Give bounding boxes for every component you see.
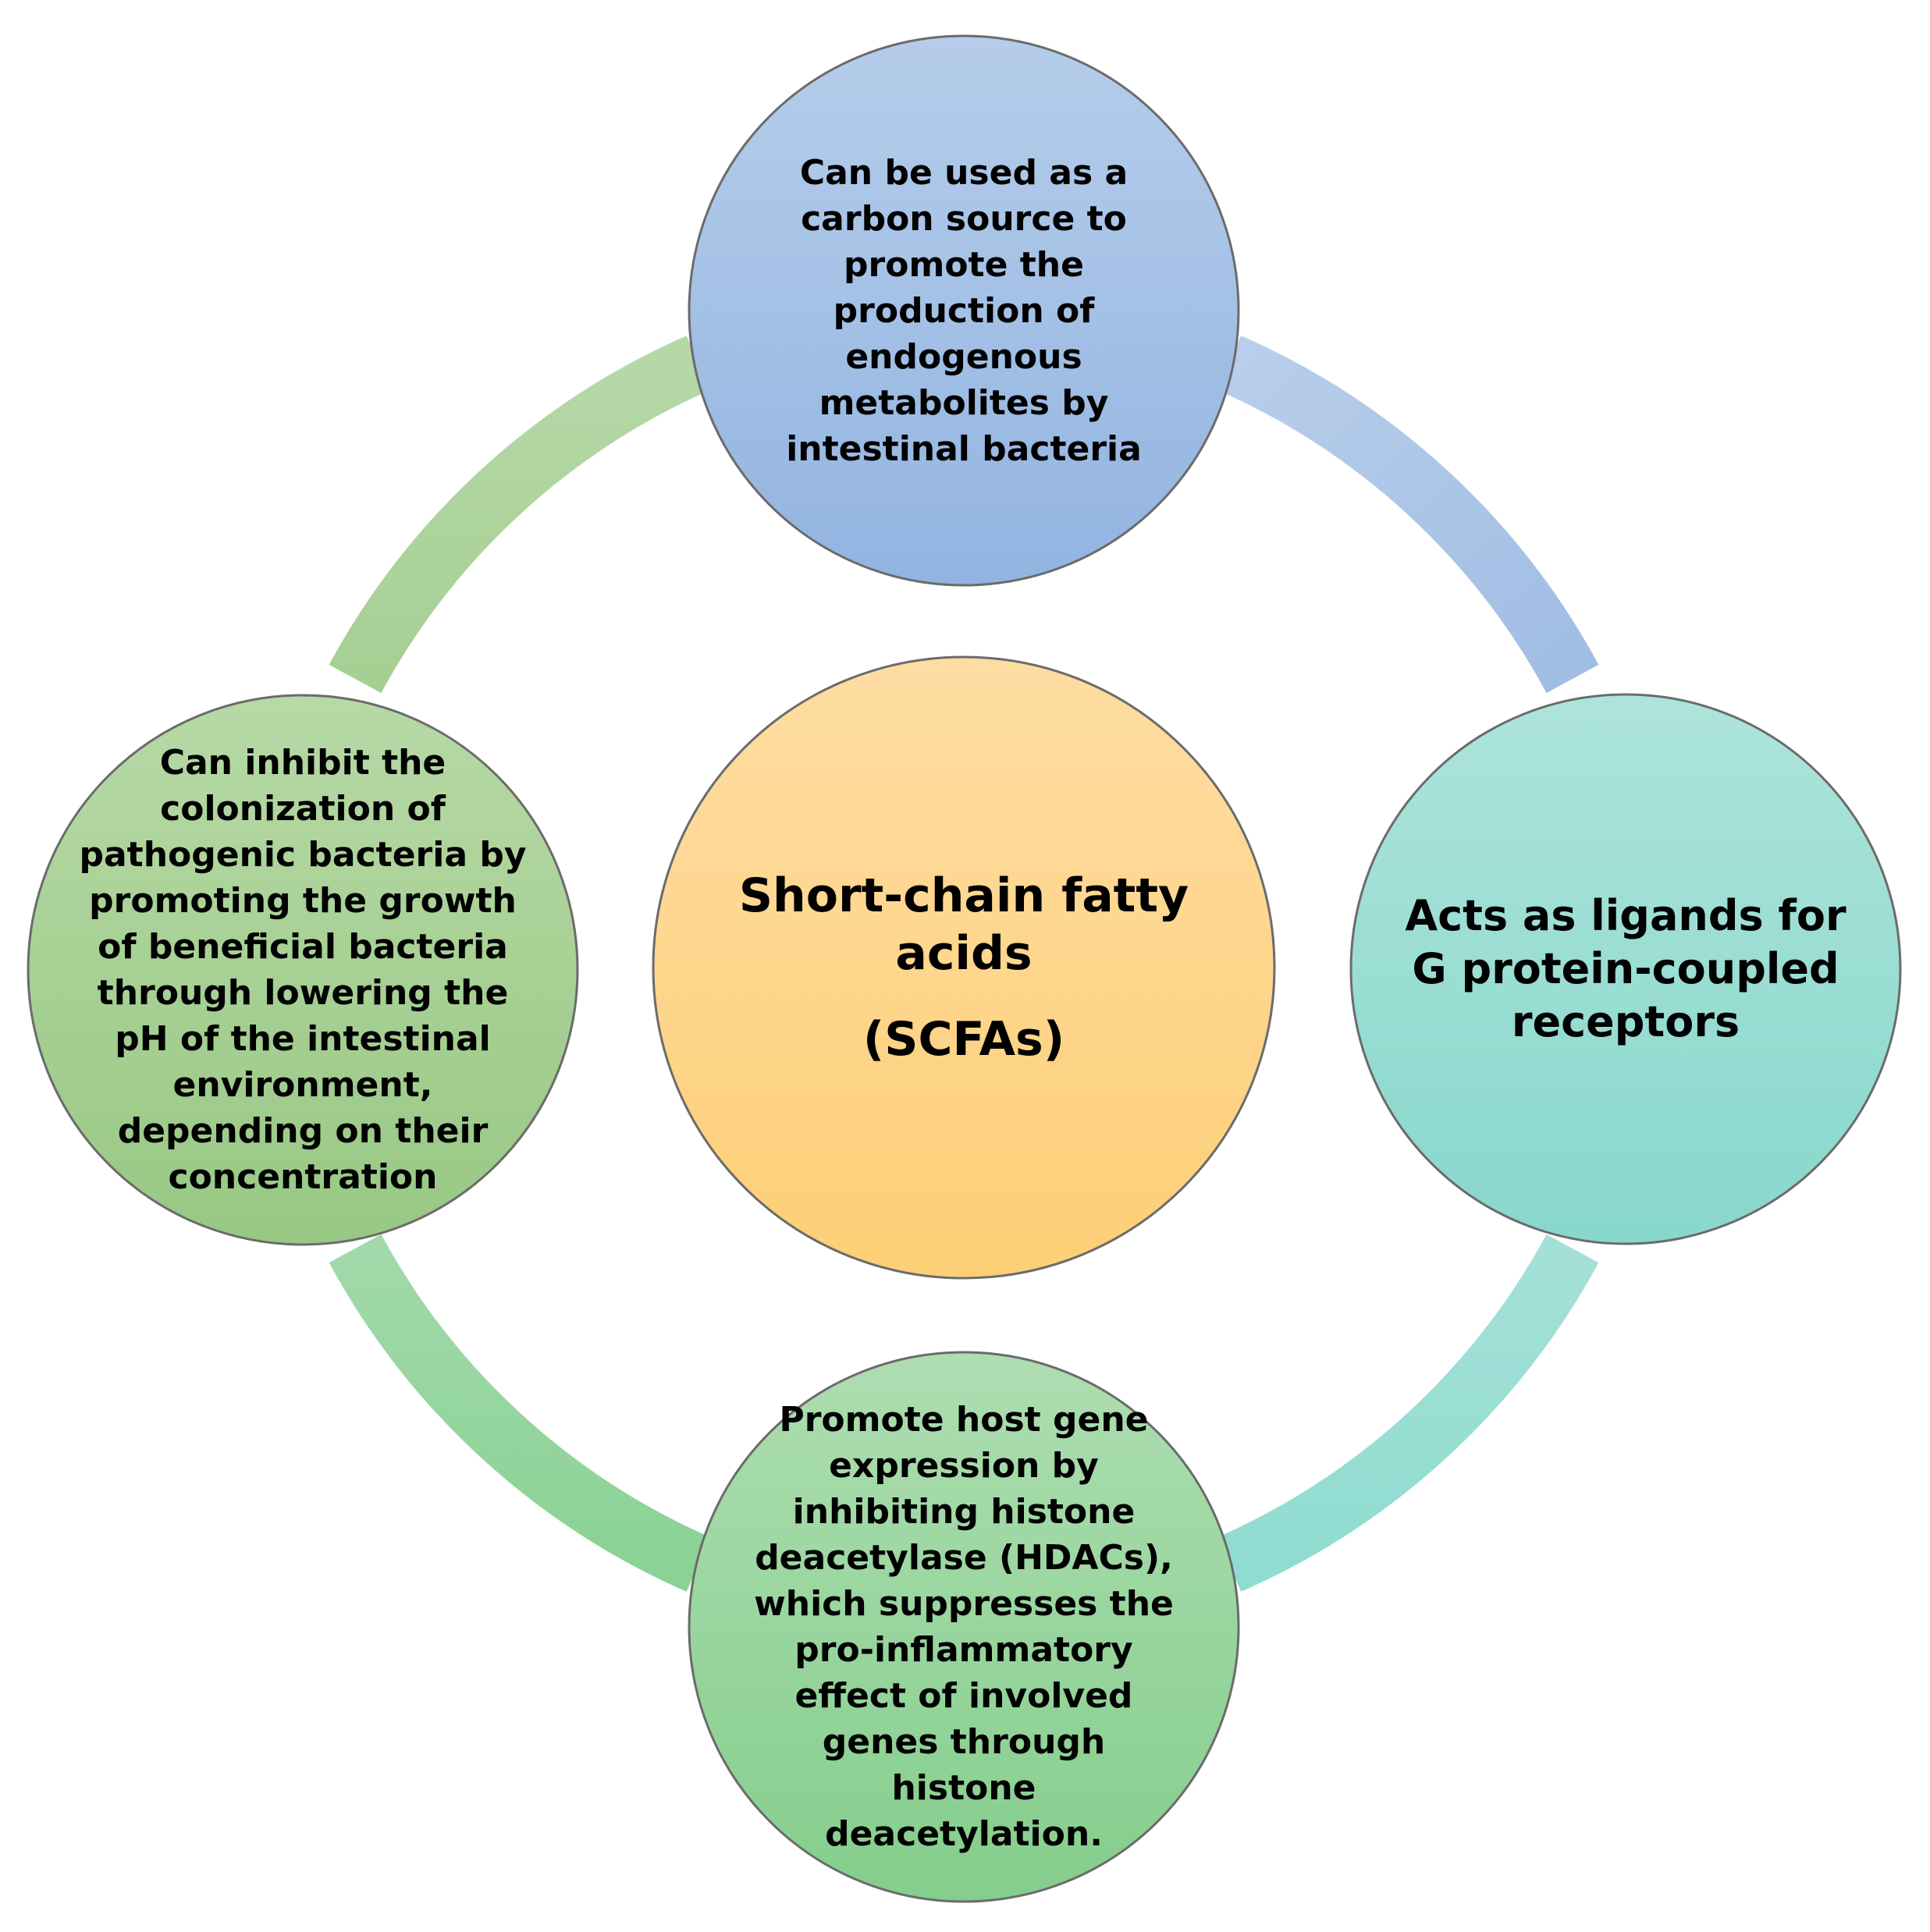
ring-arc-top-left	[329, 336, 711, 694]
bottom-node: Promote host gene expression by inhibiti…	[697, 1360, 1231, 1894]
bottom-circle-shape	[688, 1351, 1240, 1903]
right-node-text: Acts as ligands for G protein-coupled re…	[1405, 891, 1846, 1046]
ring-arc-bottom-left	[329, 1234, 711, 1592]
left-circle-shape	[27, 694, 579, 1246]
ring-arc-bottom-right	[1217, 1234, 1599, 1592]
right-node: Acts as ligands for G protein-coupled re…	[1367, 710, 1885, 1228]
center-abbreviation: (SCFAs)	[862, 1012, 1065, 1067]
top-circle-shape	[688, 34, 1240, 587]
center-title: Short-chain fatty acids	[738, 868, 1189, 981]
top-node: Can be used as a carbon source to promot…	[705, 51, 1223, 570]
center-node: Short-chain fatty acids (SCFAs)	[653, 657, 1274, 1278]
ring-arc-top-right	[1217, 336, 1599, 694]
bottom-node-text: Promote host gene expression by inhibiti…	[754, 1400, 1174, 1854]
right-circle-shape	[1349, 693, 1902, 1245]
left-node: Can inhibit the colonization of pathogen…	[36, 711, 570, 1229]
top-node-text: Can be used as a carbon source to promot…	[786, 152, 1142, 469]
center-node-content: Short-chain fatty acids (SCFAs)	[739, 867, 1189, 1068]
center-circle-shape	[652, 655, 1276, 1280]
left-node-text: Can inhibit the colonization of pathogen…	[79, 743, 527, 1197]
